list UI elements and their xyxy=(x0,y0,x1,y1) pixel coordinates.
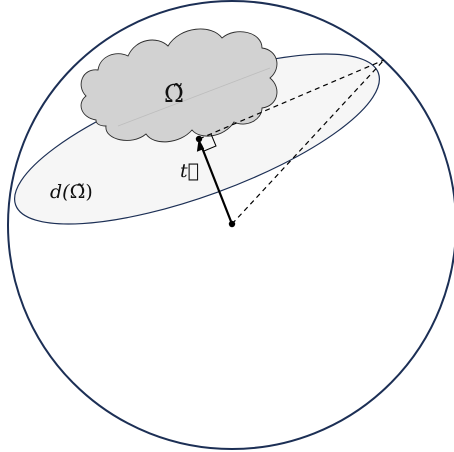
d-omega-label: d(Ω̃) xyxy=(50,181,93,203)
right-angle-marker xyxy=(203,133,217,152)
dashed-radius-line xyxy=(231,59,385,225)
dashed-tangent-line xyxy=(198,59,385,140)
tangent-point xyxy=(195,135,203,143)
d-omega-arg: Ω̃ xyxy=(70,181,86,203)
d-omega-func: d( xyxy=(50,181,70,203)
tangent-vector-label: t⃗ xyxy=(180,160,199,182)
d-omega-close: ) xyxy=(85,181,92,203)
sphere-center-point xyxy=(228,220,236,228)
tangent-vector-arrowhead xyxy=(196,138,205,152)
omega-tilde-cloud xyxy=(80,28,278,143)
cloud-inner-line xyxy=(117,67,271,127)
sphere-outline xyxy=(7,0,454,450)
tangent-vector-shaft xyxy=(199,144,234,225)
omega-tilde-label: Ω̃ xyxy=(164,80,184,108)
